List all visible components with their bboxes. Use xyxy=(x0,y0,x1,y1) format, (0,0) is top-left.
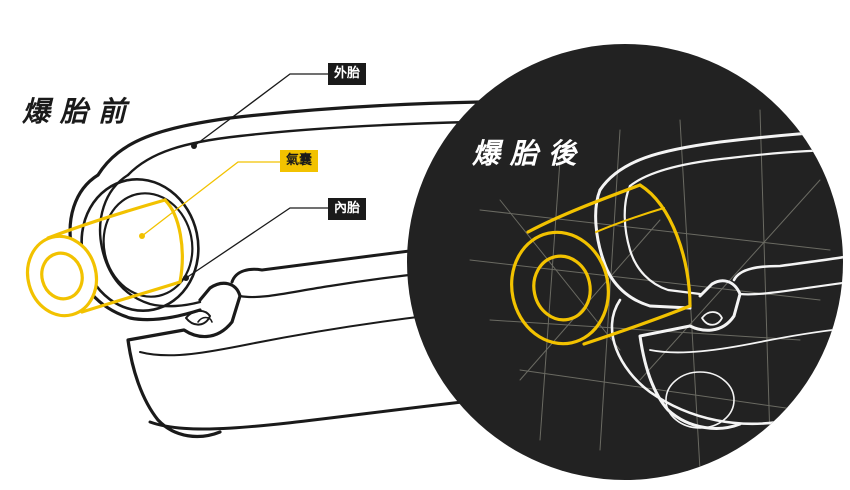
airbag-illustration-after xyxy=(510,183,692,346)
label-inner-tube: 內胎 xyxy=(328,198,367,220)
rim-after-bead xyxy=(701,311,723,326)
label-airbag: 氣囊 xyxy=(280,150,319,172)
title-before-burst: 爆胎前 xyxy=(22,95,137,128)
airbag-body-top xyxy=(46,198,167,240)
airbag-after-end-outer xyxy=(510,230,610,346)
airbag-body-right xyxy=(163,198,184,284)
airbag-illustration-before xyxy=(25,198,184,318)
airbag-after-crease xyxy=(595,207,665,233)
tire-inner-contour xyxy=(126,120,472,177)
title-after-burst: 爆胎後 xyxy=(472,137,587,170)
airbag-after-body-bottom xyxy=(582,304,692,346)
rim-lower-edge xyxy=(148,398,482,431)
rim-after-well xyxy=(649,327,843,354)
tire-after-shell-inner xyxy=(623,184,702,296)
leader-lines xyxy=(139,73,330,281)
inner-tube-inner-ring xyxy=(102,192,194,298)
tire-section-inner xyxy=(98,173,202,308)
after-chalkboard-circle xyxy=(407,44,843,480)
rim-after-channel xyxy=(732,254,843,282)
tire-bead-detail xyxy=(185,310,211,326)
rim-after-outline xyxy=(638,279,742,430)
tire-outer-contour xyxy=(96,100,482,177)
airbag-leader-line xyxy=(141,161,282,237)
tire-leader-line xyxy=(193,73,330,147)
rim-after-flange xyxy=(738,280,843,296)
tire-bead-detail-2 xyxy=(197,316,213,323)
tire-leader-dot xyxy=(191,143,197,149)
tire-after-shell xyxy=(594,188,692,310)
tire-after-lower xyxy=(610,298,792,426)
airbag-body-bottom xyxy=(80,280,182,314)
label-tire: 外胎 xyxy=(328,63,367,85)
tube-leader-dot xyxy=(183,275,189,281)
airbag-end-inner xyxy=(40,251,84,301)
airbag-after-end-inner xyxy=(532,254,592,322)
airbag-leader-dot xyxy=(139,233,145,239)
tube-leader-line xyxy=(185,207,330,279)
after-illustration xyxy=(469,109,843,471)
airbag-after-body-right xyxy=(638,183,692,308)
rim-after-hole xyxy=(665,371,735,429)
airbag-after-body-top xyxy=(526,183,642,234)
rim-outline xyxy=(126,281,242,439)
